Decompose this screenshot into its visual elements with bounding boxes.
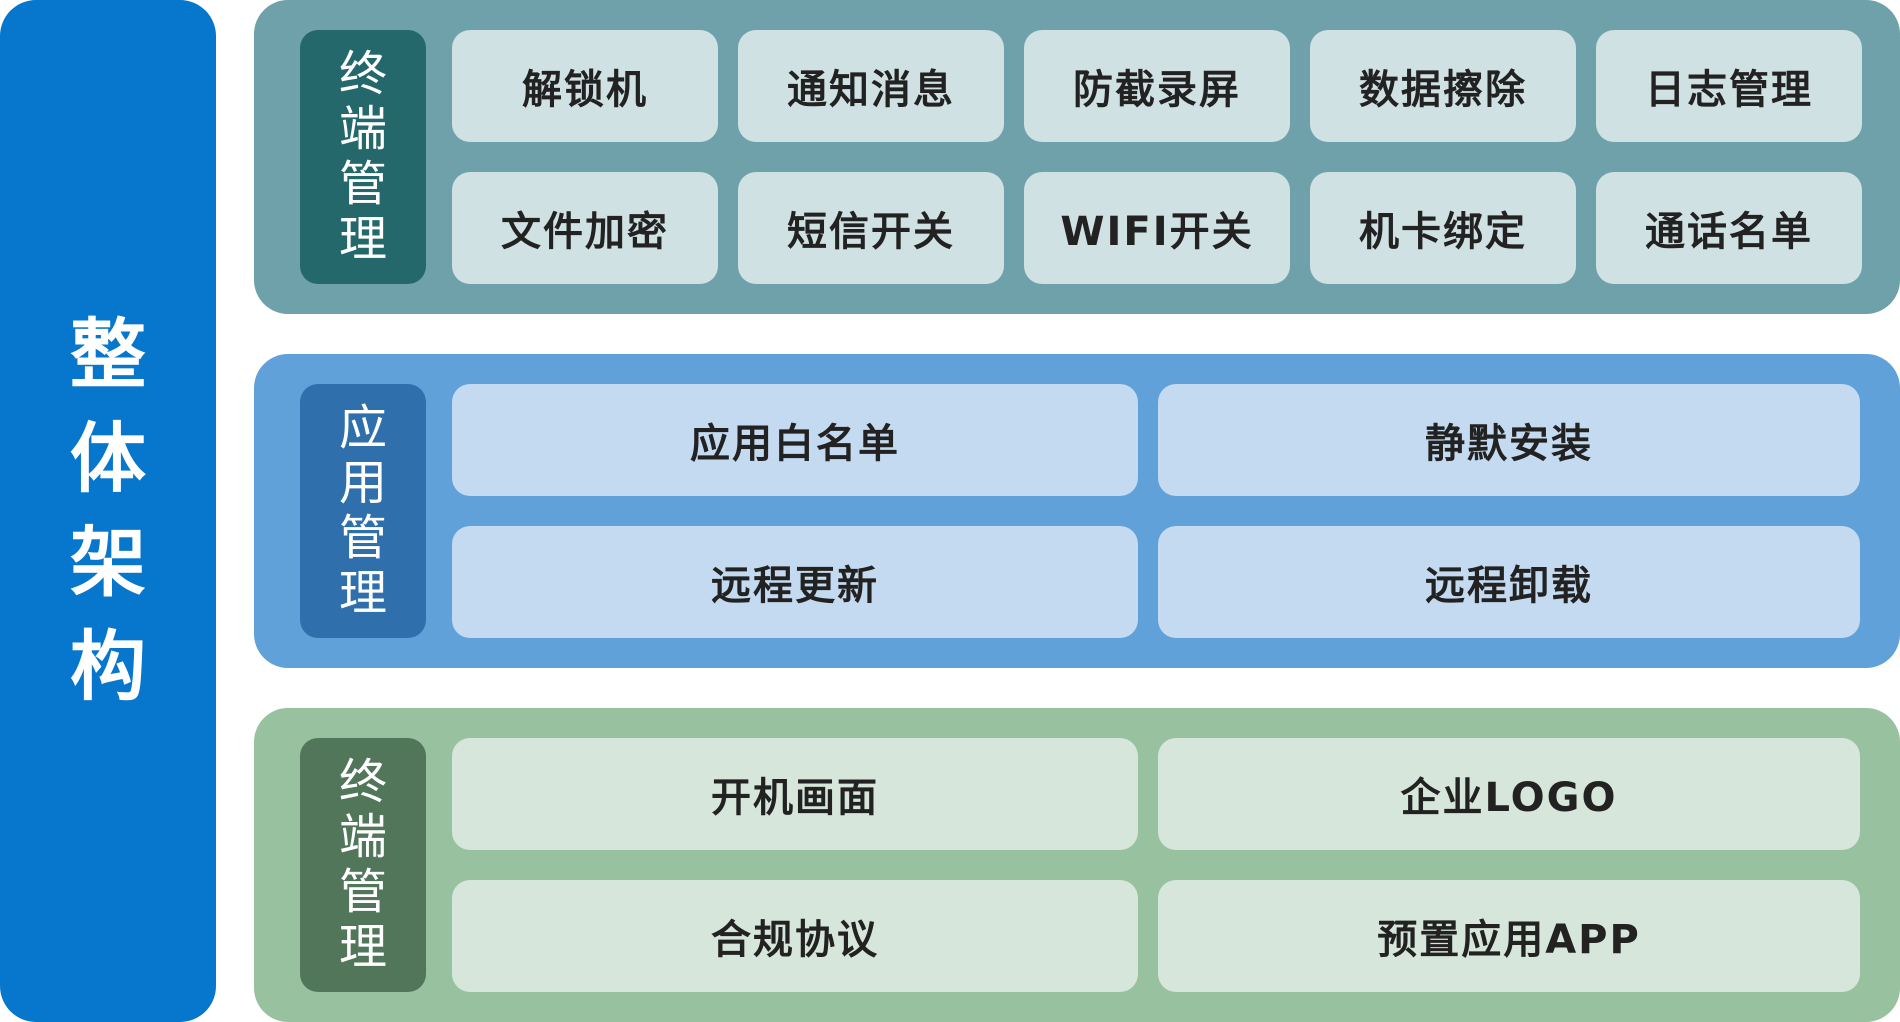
section-label-char: 端	[338, 809, 387, 865]
section-label-char: 理	[338, 565, 387, 621]
section-label: 应 用 管 理	[300, 384, 426, 638]
section-app-management: 应 用 管 理 应用白名单 静默安装 远程更新 远程卸载	[254, 354, 1900, 668]
main-label-char: 体	[70, 414, 146, 503]
feature-data-wipe: 数据擦除	[1310, 30, 1576, 142]
section-label-char: 终	[338, 46, 387, 102]
feature-preinstalled-app: 预置应用APP	[1158, 880, 1860, 992]
feature-app-whitelist: 应用白名单	[452, 384, 1138, 496]
feature-boot-screen: 开机画面	[452, 738, 1138, 850]
section-label-char: 用	[338, 455, 387, 511]
feature-wifi-switch: WIFI开关	[1024, 172, 1290, 284]
section-terminal-management: 终 端 管 理 解锁机 通知消息 防截录屏 数据擦除 日志管理 文件加密 短信开…	[254, 0, 1900, 314]
main-label-char: 构	[70, 622, 146, 711]
section-label: 终 端 管 理	[300, 738, 426, 992]
feature-notification: 通知消息	[738, 30, 1004, 142]
section-label-char: 管	[338, 156, 387, 212]
section-label-char: 端	[338, 101, 387, 157]
overall-architecture-label: 整 体 架 构	[0, 0, 216, 1022]
feature-sms-switch: 短信开关	[738, 172, 1004, 284]
feature-unlock: 解锁机	[452, 30, 718, 142]
main-label-char: 整	[70, 310, 146, 399]
main-label-char: 架	[70, 518, 146, 607]
section-label-char: 管	[338, 510, 387, 566]
feature-remote-uninstall: 远程卸载	[1158, 526, 1860, 638]
feature-file-encryption: 文件加密	[452, 172, 718, 284]
section-label-char: 应	[338, 400, 387, 456]
feature-log-management: 日志管理	[1596, 30, 1862, 142]
feature-call-list: 通话名单	[1596, 172, 1862, 284]
feature-remote-update: 远程更新	[452, 526, 1138, 638]
section-label-char: 管	[338, 864, 387, 920]
feature-sim-binding: 机卡绑定	[1310, 172, 1576, 284]
feature-compliance-agreement: 合规协议	[452, 880, 1138, 992]
section-label-char: 理	[338, 919, 387, 975]
feature-silent-install: 静默安装	[1158, 384, 1860, 496]
section-label: 终 端 管 理	[300, 30, 426, 284]
section-terminal-branding: 终 端 管 理 开机画面 企业LOGO 合规协议 预置应用APP	[254, 708, 1900, 1022]
section-label-char: 理	[338, 211, 387, 267]
feature-enterprise-logo: 企业LOGO	[1158, 738, 1860, 850]
feature-anti-screenshot: 防截录屏	[1024, 30, 1290, 142]
section-label-char: 终	[338, 754, 387, 810]
